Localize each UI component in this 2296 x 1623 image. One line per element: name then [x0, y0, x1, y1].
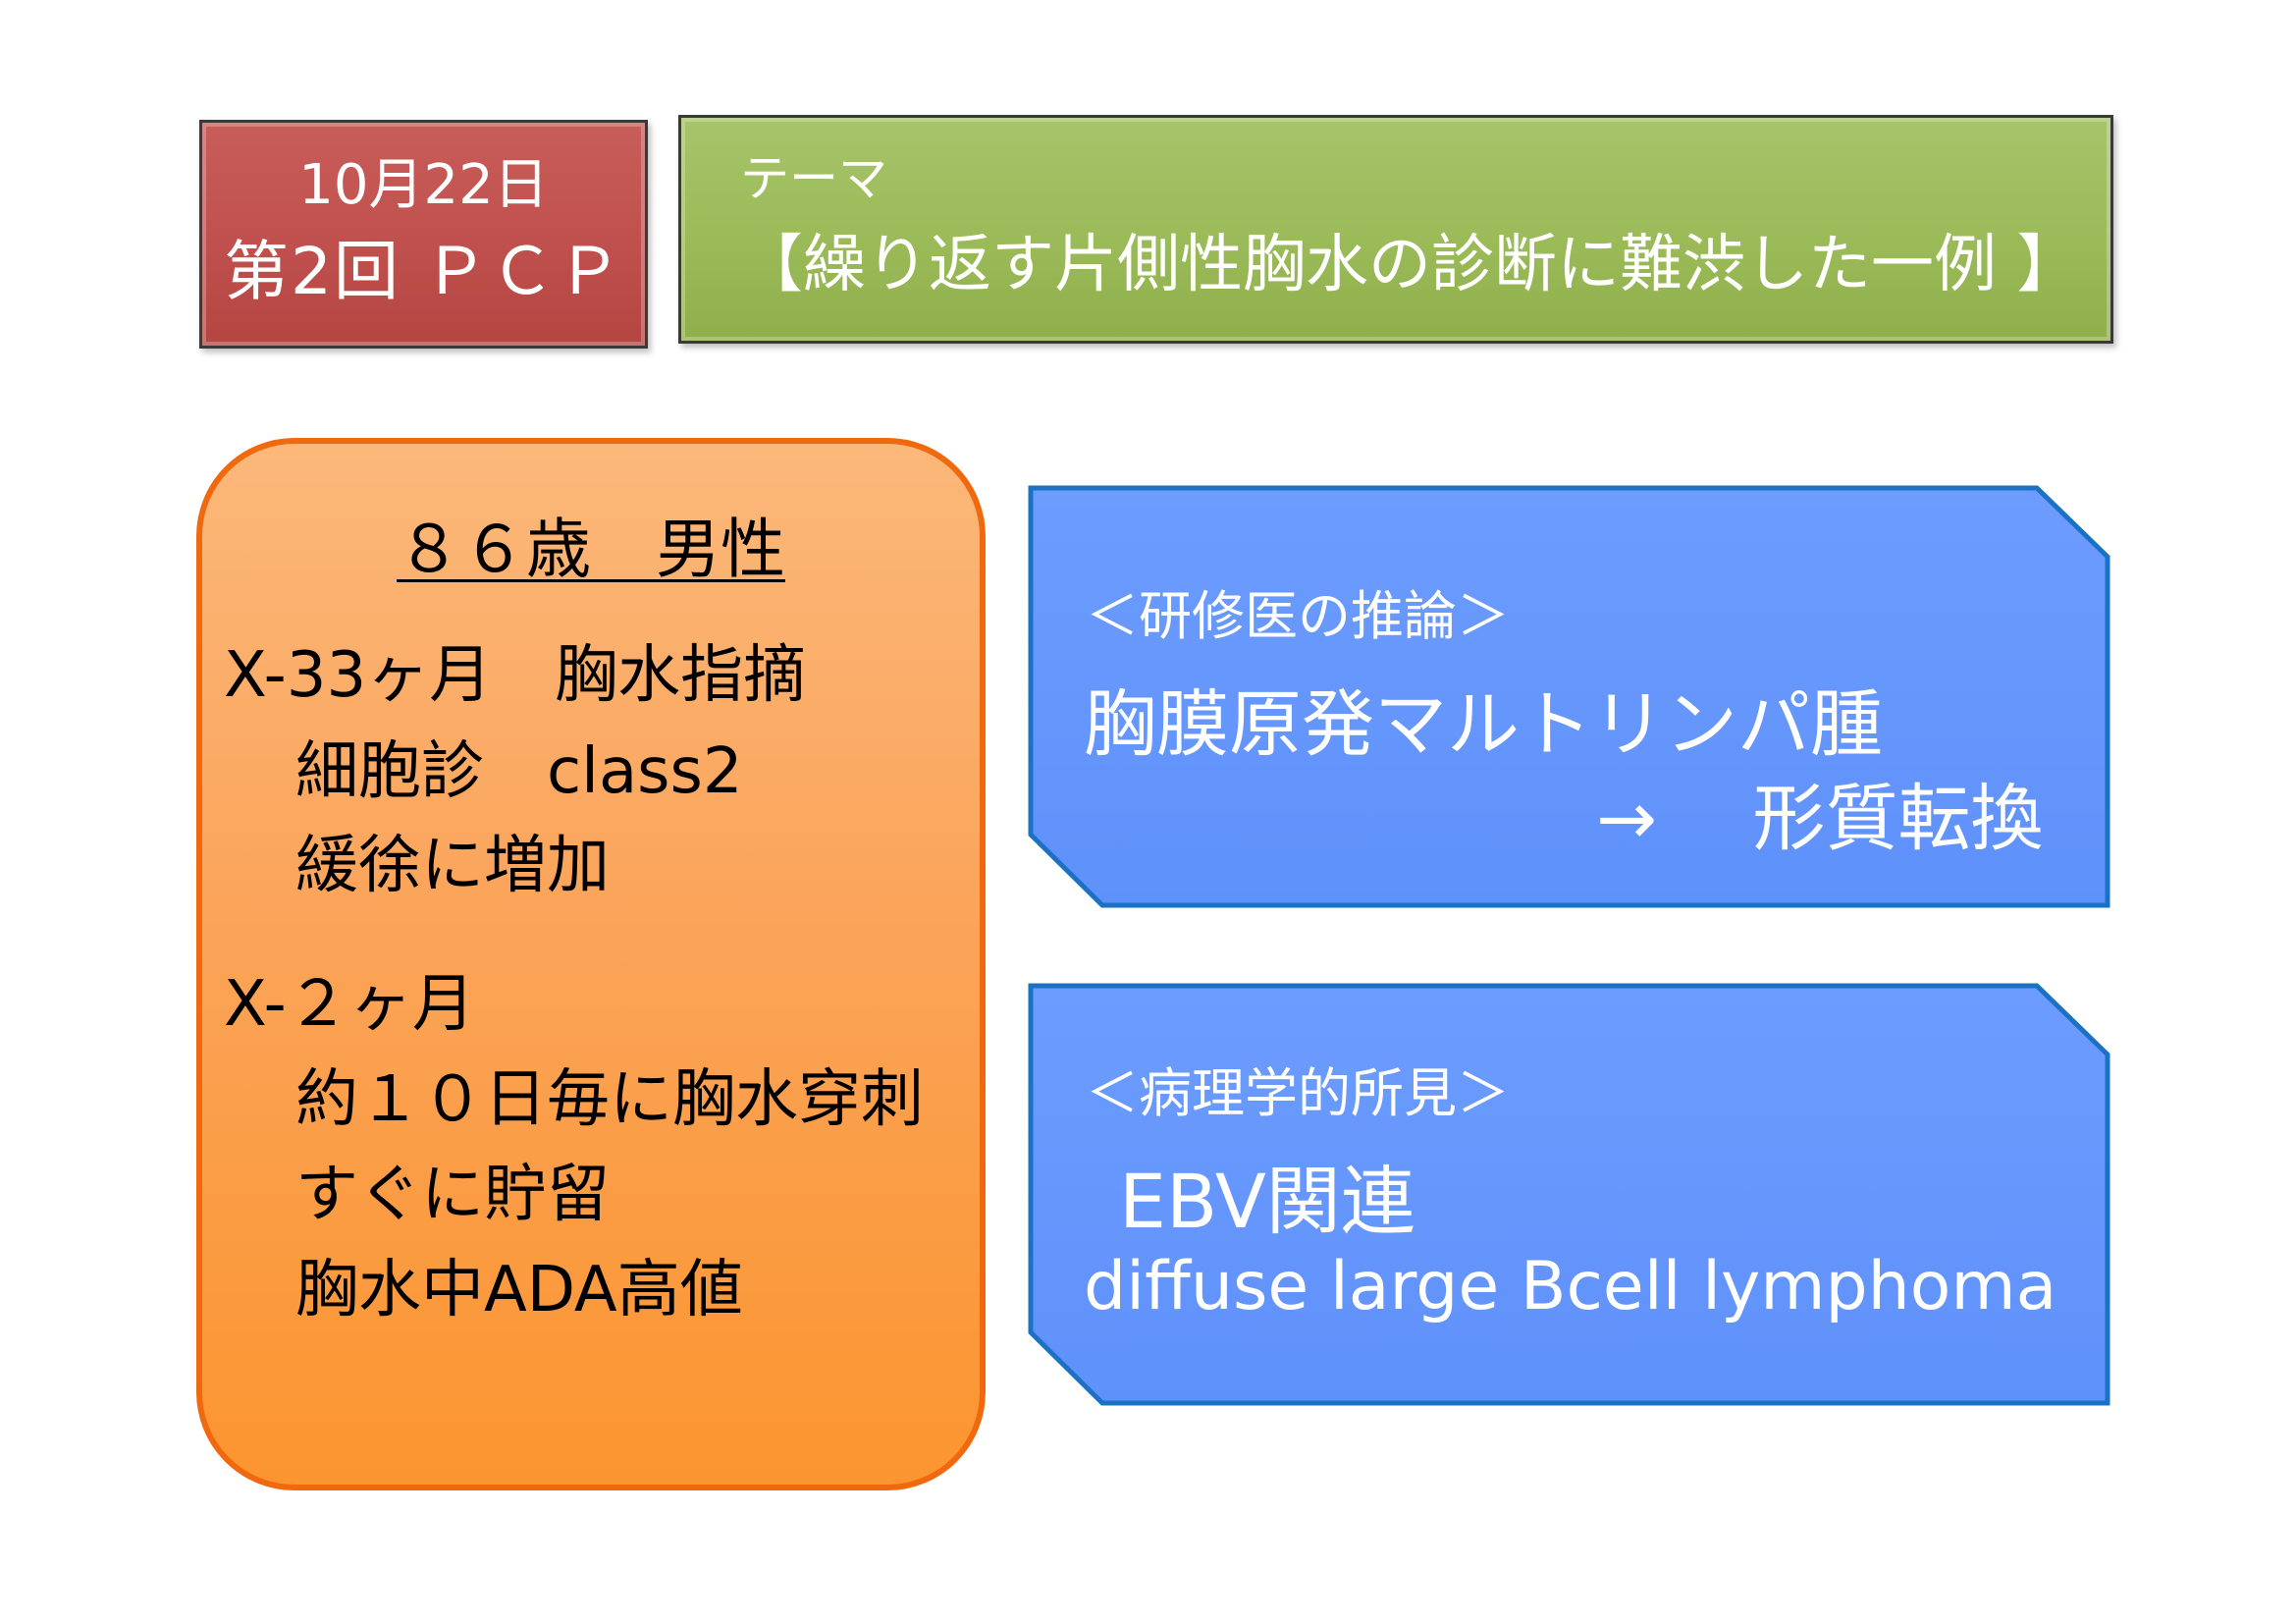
- history-line: 緩徐に増加: [295, 830, 610, 902]
- history-line: 約１０日毎に胸水穿刺: [295, 1063, 924, 1136]
- resident-reasoning-box: [1028, 485, 2110, 908]
- theme-box: テーマ 【繰り返す片側性胸水の診断に難渋した一例 】: [678, 115, 2113, 344]
- resident-label: ＜研修医の推論＞: [1086, 585, 1510, 647]
- pathology-diagnosis: diffuse large Bcell lymphoma: [1084, 1248, 2057, 1325]
- history-line: X-２ヶ月: [224, 968, 475, 1041]
- history-line: 胸水中ADA高値: [295, 1254, 743, 1326]
- date-text: 10月22日: [298, 153, 549, 217]
- session-text: 第2回 ＰＣＰ: [224, 234, 623, 309]
- pathology-finding: EBV関連: [1119, 1158, 1415, 1245]
- resident-diagnosis: 胸膜原発マルトリンパ腫: [1084, 682, 1883, 767]
- patient-heading: ８６歳 男性: [397, 512, 785, 587]
- history-line: 細胞診 class2: [295, 735, 743, 808]
- pathology-findings-box: [1028, 983, 2110, 1406]
- history-line: すぐに貯留: [295, 1159, 610, 1231]
- theme-label: テーマ: [740, 150, 887, 207]
- patient-history-box: ８６歳 男性 X-33ヶ月 胸水指摘 細胞診 class2 緩徐に増加 X-２ヶ…: [196, 438, 986, 1490]
- history-line: X-33ヶ月 胸水指摘: [224, 639, 807, 712]
- theme-title: 【繰り返す片側性胸水の診断に難渋した一例 】: [740, 229, 2080, 301]
- resident-transformation: → 形質転換: [1596, 777, 2044, 861]
- pathology-label: ＜病理学的所見＞: [1086, 1062, 1510, 1124]
- date-box: 10月22日 第2回 ＰＣＰ: [199, 120, 648, 349]
